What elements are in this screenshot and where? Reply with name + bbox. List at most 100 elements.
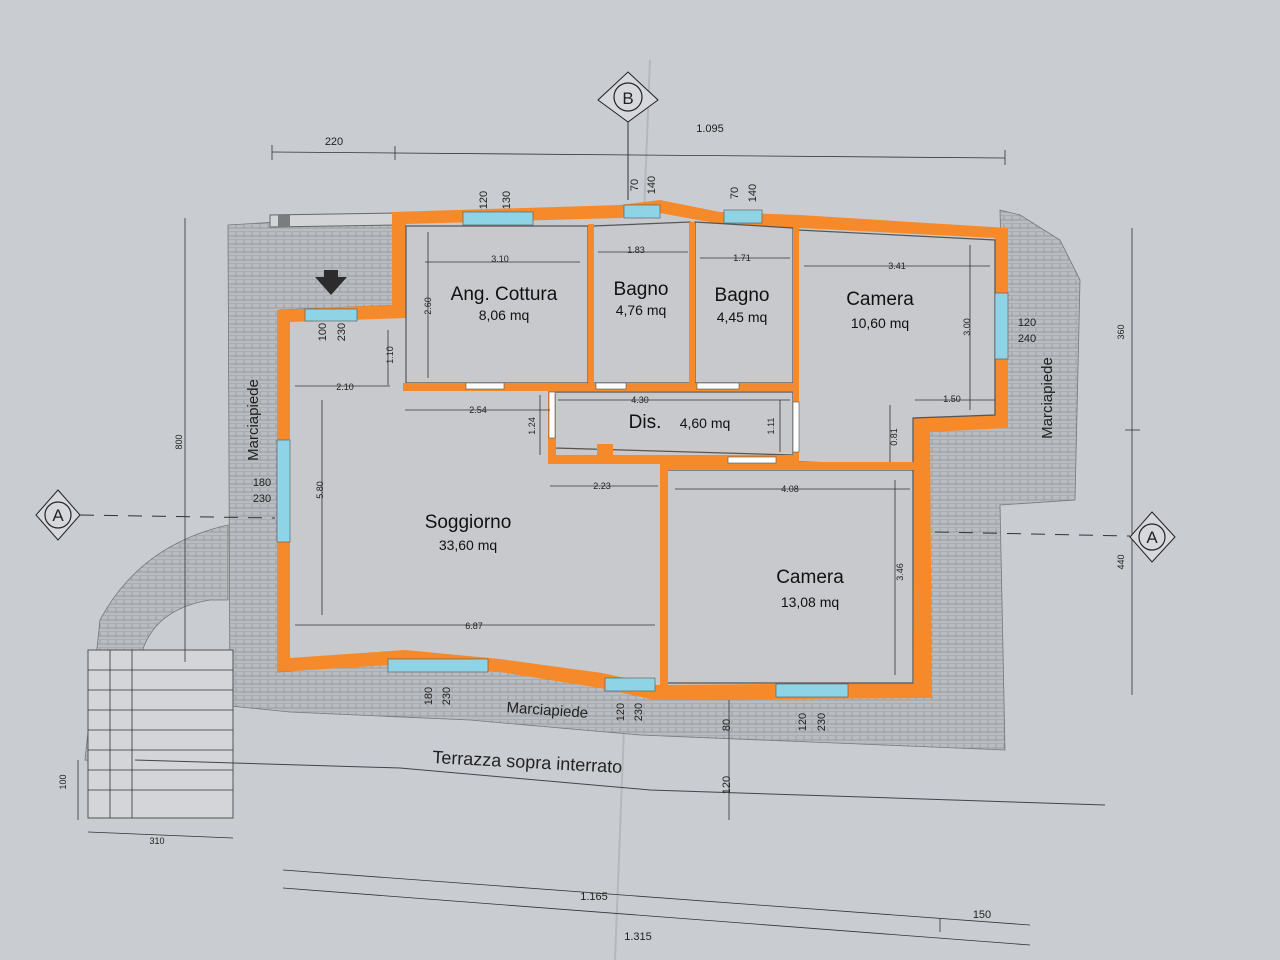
dim-living-h: 5.80 — [315, 481, 325, 499]
dim-terrace-80: 80 — [721, 719, 733, 731]
opening-bed1-b: 240 — [1018, 333, 1036, 345]
terrace-edge — [134, 759, 1106, 806]
dim-bottom-right: 150 — [973, 909, 991, 921]
sidewalk-right-label: Marciapiede — [1039, 357, 1056, 439]
sidewalk-left-label: Marciapiede — [245, 379, 262, 461]
wall-living-bed — [660, 462, 668, 686]
svg-text:A: A — [1146, 528, 1158, 547]
dim-bed1-w: 3.41 — [888, 261, 906, 271]
dim-top-right: 1.095 — [696, 123, 724, 135]
living-name: Soggiorno — [425, 512, 512, 533]
hall-area: 4,60 mq — [680, 415, 731, 431]
opening-bed2-b: 230 — [816, 713, 828, 731]
opening-kitchen-a: 120 — [478, 191, 490, 209]
window-bed1 — [994, 292, 1009, 360]
opening-bath1-b: 140 — [646, 176, 658, 194]
svg-text:A: A — [52, 506, 64, 525]
door-kitchen — [465, 382, 505, 390]
window-bed2 — [775, 683, 849, 698]
opening-corner-b: 230 — [633, 703, 645, 721]
dim-bath2-w: 1.71 — [733, 253, 751, 263]
wall-kitchen-bath — [588, 224, 594, 386]
bed1-name: Camera — [846, 289, 914, 310]
dim-living-223: 2.23 — [593, 481, 611, 491]
opening-living-side-a: 180 — [253, 477, 271, 489]
dim-left-height: 800 — [174, 434, 184, 449]
door-hall — [548, 391, 556, 439]
dim-hall-254: 2.54 — [469, 405, 487, 415]
wall-bath-bed — [793, 226, 799, 466]
bed2-name: Camera — [776, 567, 844, 588]
entry-arrow-icon — [315, 270, 347, 295]
opening-bed2-a: 120 — [797, 713, 809, 731]
section-marker-a-right: A — [1129, 511, 1176, 563]
kitchen-area: 8,06 mq — [479, 307, 530, 323]
dim-hall-w: 4.30 — [631, 395, 649, 405]
door-bed1 — [792, 401, 800, 453]
dim-bath1-w: 1.83 — [627, 245, 645, 255]
window-bath2 — [723, 209, 763, 224]
dim-top-left: 220 — [325, 136, 343, 148]
door-bath1 — [595, 382, 627, 390]
dimension-lines — [77, 115, 1140, 946]
wall-hall-south — [548, 455, 798, 464]
living-area: 33,60 mq — [439, 537, 497, 553]
opening-bath1-a: 70 — [629, 179, 641, 191]
opening-corner-a: 120 — [615, 703, 627, 721]
dim-bed1-081: 0.81 — [889, 428, 899, 446]
dim-bottom-overall: 1.315 — [624, 931, 652, 943]
dim-kitchen-w: 3.10 — [491, 254, 509, 264]
bath1-name: Bagno — [614, 279, 669, 300]
opening-bath2-b: 140 — [747, 184, 759, 202]
window-living-bottom — [387, 658, 489, 673]
dim-right-top: 360 — [1116, 324, 1126, 339]
sidewalk-bottom-label: Marciapiede — [506, 699, 589, 722]
opening-living-bottom-b: 230 — [441, 687, 453, 705]
dim-bed2-h: 3.46 — [895, 563, 905, 581]
bed1-area: 10,60 mq — [851, 315, 909, 331]
wall-bath-bath — [689, 222, 695, 386]
exterior-stairs — [87, 649, 234, 819]
wall-stub — [597, 444, 613, 458]
bath2-name: Bagno — [715, 285, 770, 306]
bath1-area: 4,76 mq — [616, 302, 667, 318]
window-bath1 — [623, 204, 661, 219]
dim-terrace-120: 120 — [721, 776, 733, 794]
dim-hall-111: 1.11 — [766, 418, 776, 435]
bed2-area: 13,08 mq — [781, 594, 839, 610]
dim-bed2-w: 4.08 — [781, 484, 799, 494]
dim-bed1-step: 1.50 — [943, 394, 961, 404]
opening-bed1-a: 120 — [1018, 317, 1036, 329]
corner-mark — [278, 215, 290, 227]
dim-hall-124: 1.24 — [527, 417, 537, 435]
opening-entry-a: 100 — [317, 323, 329, 341]
section-marker-b: B — [597, 71, 659, 123]
door-bath2 — [696, 382, 740, 390]
dim-entry-w: 2.10 — [336, 382, 354, 392]
entry-door-opening — [304, 308, 358, 322]
window-living-side — [276, 439, 291, 543]
dim-stair-width: 310 — [149, 836, 164, 846]
dim-stair-height: 100 — [58, 774, 68, 789]
wall-bed2-north — [660, 462, 915, 470]
dim-right-bottom: 440 — [1116, 554, 1126, 569]
door-bed2 — [727, 456, 777, 464]
opening-entry-b: 230 — [336, 323, 348, 341]
room-hall — [554, 391, 794, 456]
window-kitchen — [462, 211, 534, 226]
opening-living-side-b: 230 — [253, 493, 271, 505]
dim-bottom-total: 1.165 — [580, 891, 608, 903]
opening-bath2-a: 70 — [729, 187, 741, 199]
svg-text:B: B — [622, 89, 633, 108]
window-corner — [604, 677, 656, 692]
dim-kitchen-h: 2.60 — [423, 297, 433, 315]
section-marker-a-left: A — [35, 489, 81, 541]
hall-name: Dis. — [629, 412, 662, 433]
opening-kitchen-b: 130 — [501, 191, 513, 209]
dim-living-w: 6.87 — [465, 621, 483, 631]
kitchen-name: Ang. Cottura — [451, 284, 558, 305]
dim-bed1-h: 3.00 — [962, 318, 972, 336]
opening-living-bottom-a: 180 — [423, 687, 435, 705]
